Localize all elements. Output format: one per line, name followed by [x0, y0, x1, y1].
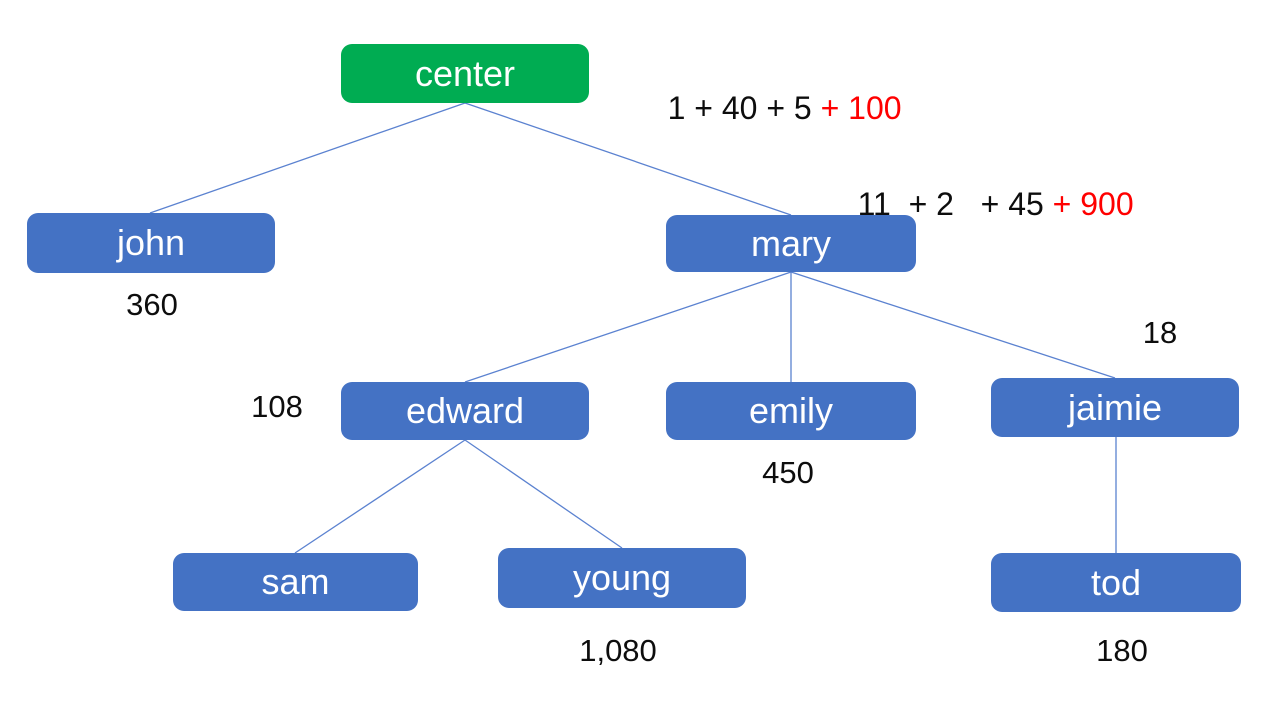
- node-sam-label: sam: [261, 561, 330, 602]
- value-emily: 450: [762, 455, 814, 490]
- value-jaimie: 18: [1142, 315, 1178, 350]
- node-mary-label: mary: [751, 222, 831, 264]
- edge-center-mary: [464, 102, 792, 216]
- annotation-center-sum-red: + 100: [820, 90, 902, 127]
- annotation-mary-sum: 11 + 2 + 45 + 900: [822, 152, 1134, 258]
- node-center-label: center: [414, 52, 516, 94]
- node-jaimie-label: jaimie: [1067, 386, 1163, 428]
- annotation-mary-sum-red: + 900: [1052, 186, 1134, 223]
- node-center[interactable]: center: [341, 44, 589, 103]
- node-john-label: john: [116, 222, 186, 263]
- node-sam[interactable]: sam: [173, 553, 418, 611]
- value-young: 1,080: [579, 633, 657, 668]
- node-emily-label: emily: [748, 390, 833, 431]
- node-young-label: young: [572, 557, 672, 598]
- node-edward-label: edward: [405, 390, 525, 431]
- node-mary[interactable]: mary: [666, 215, 916, 272]
- node-young[interactable]: young: [498, 548, 746, 608]
- value-edward: 108: [251, 389, 303, 424]
- annotation-center-sum-black: 1 + 40 + 5: [667, 90, 821, 127]
- edge-center-john: [149, 102, 466, 214]
- value-tod: 180: [1096, 633, 1148, 668]
- node-edward[interactable]: edward: [341, 382, 589, 440]
- node-john[interactable]: john: [27, 213, 275, 273]
- edge-mary-jaimie: [790, 271, 1116, 379]
- node-emily[interactable]: emily: [666, 382, 916, 440]
- edge-edward-sam: [294, 439, 466, 554]
- annotation-mary-sum-black: 11 + 2 + 45: [857, 186, 1053, 223]
- node-tod[interactable]: tod: [991, 553, 1241, 612]
- edge-mary-edward: [464, 271, 792, 383]
- node-jaimie[interactable]: jaimie: [991, 378, 1239, 437]
- annotation-center-sum: 1 + 40 + 5 + 100: [632, 56, 902, 162]
- value-john: 360: [126, 287, 178, 322]
- edge-edward-young: [464, 439, 623, 549]
- node-tod-label: tod: [1090, 561, 1142, 603]
